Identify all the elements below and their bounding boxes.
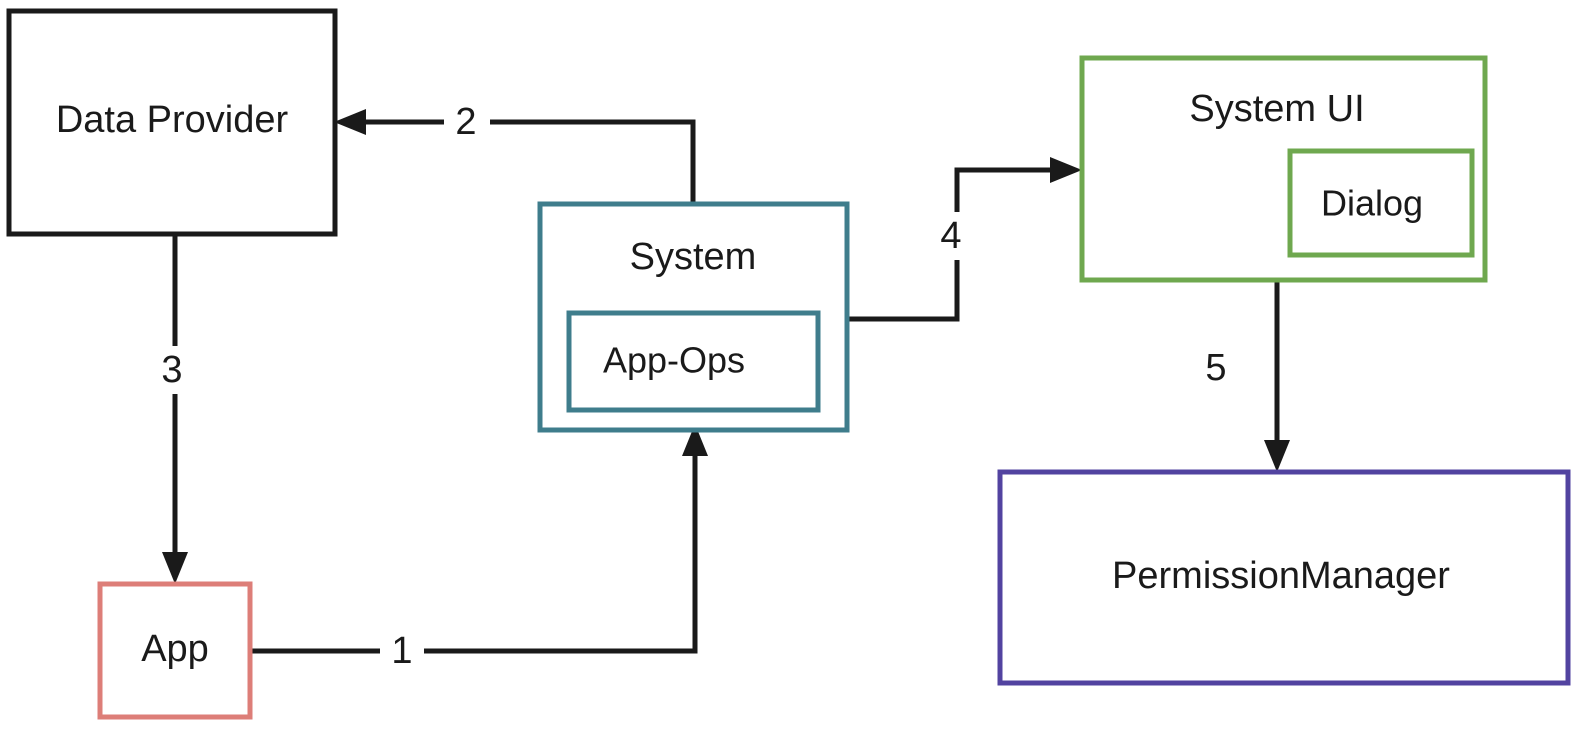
node-data-provider[interactable]: Data Provider xyxy=(6,8,338,237)
edge-1-label-bg xyxy=(380,627,424,675)
edge-2-label-bg xyxy=(444,98,490,146)
app-ops-box[interactable] xyxy=(566,310,821,413)
permission-manager-label: PermissionManager xyxy=(1112,555,1450,597)
dialog-box[interactable] xyxy=(1287,148,1475,258)
edge-2-system-to-data-provider: 2 xyxy=(334,98,696,204)
data-provider-label: Data Provider xyxy=(56,99,289,141)
node-system-ui[interactable]: System UI Dialog xyxy=(1079,55,1488,283)
edge-4-system-to-system-ui: 4 xyxy=(847,157,1082,322)
edge-2-line xyxy=(348,119,696,204)
system-ui-label: System UI xyxy=(1189,88,1364,130)
node-system[interactable]: System App-Ops xyxy=(537,201,850,433)
edge-5-system-ui-to-permission-manager: 5 xyxy=(1205,280,1290,472)
edge-1-line xyxy=(250,438,698,654)
edge-2-label: 2 xyxy=(455,101,476,143)
permission-manager-box[interactable] xyxy=(997,469,1571,686)
node-permission-manager[interactable]: PermissionManager xyxy=(997,469,1571,686)
edge-4-arrowhead xyxy=(1050,157,1082,183)
edge-1-arrowhead xyxy=(682,424,708,456)
edge-3-label-bg xyxy=(150,346,196,394)
edge-1-label: 1 xyxy=(391,630,412,672)
data-provider-box[interactable] xyxy=(6,8,338,237)
edge-3-data-provider-to-app: 3 xyxy=(150,234,196,584)
system-label: System xyxy=(630,236,757,278)
edge-4-label: 4 xyxy=(940,215,961,257)
app-box[interactable] xyxy=(97,581,253,720)
edge-5-label: 5 xyxy=(1205,347,1226,389)
dialog-label: Dialog xyxy=(1321,183,1423,224)
app-ops-label: App-Ops xyxy=(603,340,745,381)
app-label: App xyxy=(141,628,209,670)
edge-5-arrowhead xyxy=(1264,440,1290,472)
edge-4-label-bg xyxy=(929,212,975,260)
edge-1-app-to-system: 1 xyxy=(250,424,708,675)
node-app[interactable]: App xyxy=(97,581,253,720)
edge-3-label: 3 xyxy=(161,349,182,391)
edge-2-arrowhead xyxy=(334,109,366,135)
edge-3-arrowhead xyxy=(162,552,188,584)
